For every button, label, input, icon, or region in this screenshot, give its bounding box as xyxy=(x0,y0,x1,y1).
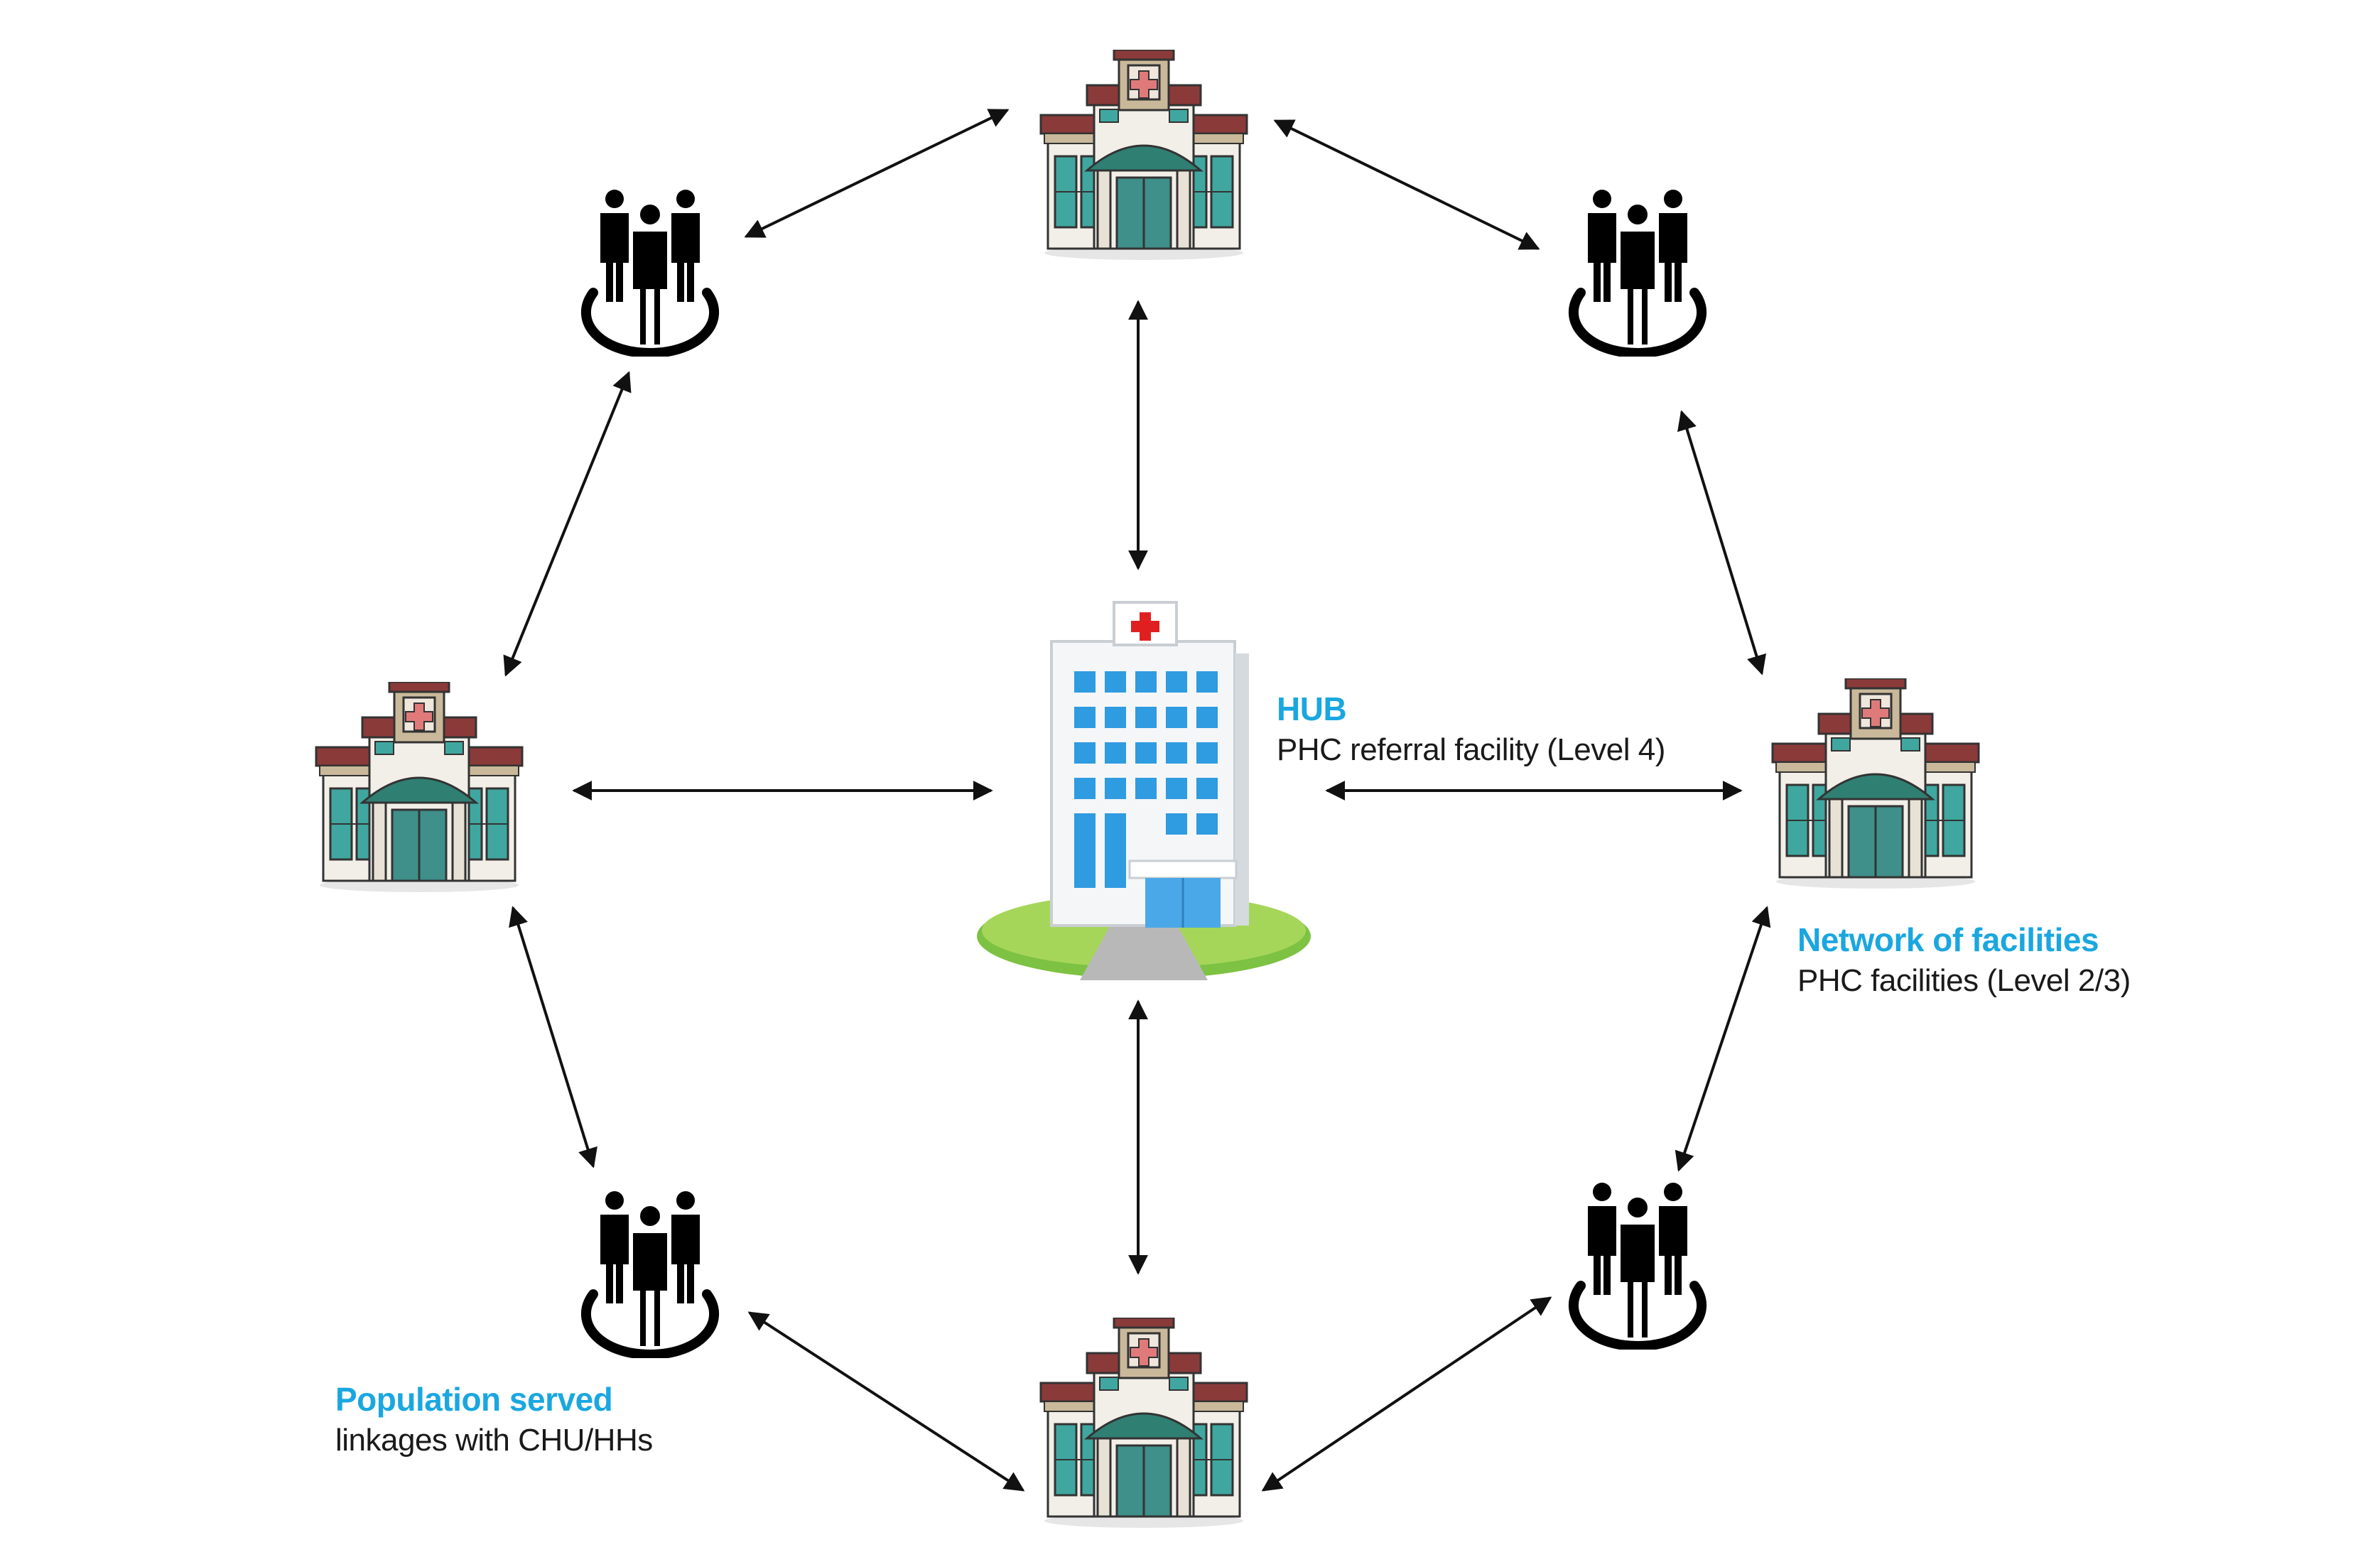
population-topleft xyxy=(586,190,714,353)
facility-bottom xyxy=(1039,1318,1248,1529)
hub-subtitle: PHC referral facility (Level 4) xyxy=(1277,732,1665,767)
facility-right xyxy=(1771,678,1980,890)
people-group-icon xyxy=(1574,190,1702,353)
clinic-building-icon xyxy=(1039,50,1248,261)
arrow-top-facility-to-topright-population xyxy=(1273,119,1540,250)
population-title: Population served xyxy=(335,1381,613,1418)
population-topright xyxy=(1574,190,1702,353)
arrow-bottomright-population-to-bottom-facility xyxy=(1261,1296,1552,1492)
arrow-topright-population-to-right-facility xyxy=(1677,410,1766,676)
hospital-building-icon xyxy=(977,601,1311,980)
network-title: Network of facilities xyxy=(1797,921,2099,958)
hub-label: HUB PHC referral facility (Level 4) xyxy=(1277,689,1665,769)
hub-hospital xyxy=(977,601,1311,980)
population-bottomleft xyxy=(586,1191,714,1355)
clinic-building-icon xyxy=(1039,1318,1248,1529)
arrow-bottomleft-population-to-bottom-facility xyxy=(747,1311,1025,1492)
population-subtitle: linkages with CHU/HHs xyxy=(335,1422,653,1458)
network-label: Network of facilities PHC facilities (Le… xyxy=(1797,920,2131,1000)
connector-arrows xyxy=(503,109,1771,1492)
network-subtitle: PHC facilities (Level 2/3) xyxy=(1797,962,2131,998)
population-label: Population served linkages with CHU/HHs xyxy=(335,1379,653,1460)
clinic-building-icon xyxy=(1771,678,1980,890)
hub-title: HUB xyxy=(1277,690,1347,727)
people-group-icon xyxy=(586,1191,714,1355)
clinic-building-icon xyxy=(315,682,524,894)
facility-left xyxy=(315,682,524,894)
people-group-icon xyxy=(1574,1183,1702,1346)
people-group-icon xyxy=(586,190,714,353)
facility-top xyxy=(1039,50,1248,261)
arrow-topleft-population-to-left-facility xyxy=(503,371,632,677)
population-bottomright xyxy=(1574,1183,1702,1346)
arrow-left-facility-to-bottomleft-population xyxy=(509,906,597,1168)
arrow-right-facility-to-bottomright-population xyxy=(1675,906,1771,1172)
arrow-top-facility-to-topleft-population xyxy=(744,109,1010,238)
